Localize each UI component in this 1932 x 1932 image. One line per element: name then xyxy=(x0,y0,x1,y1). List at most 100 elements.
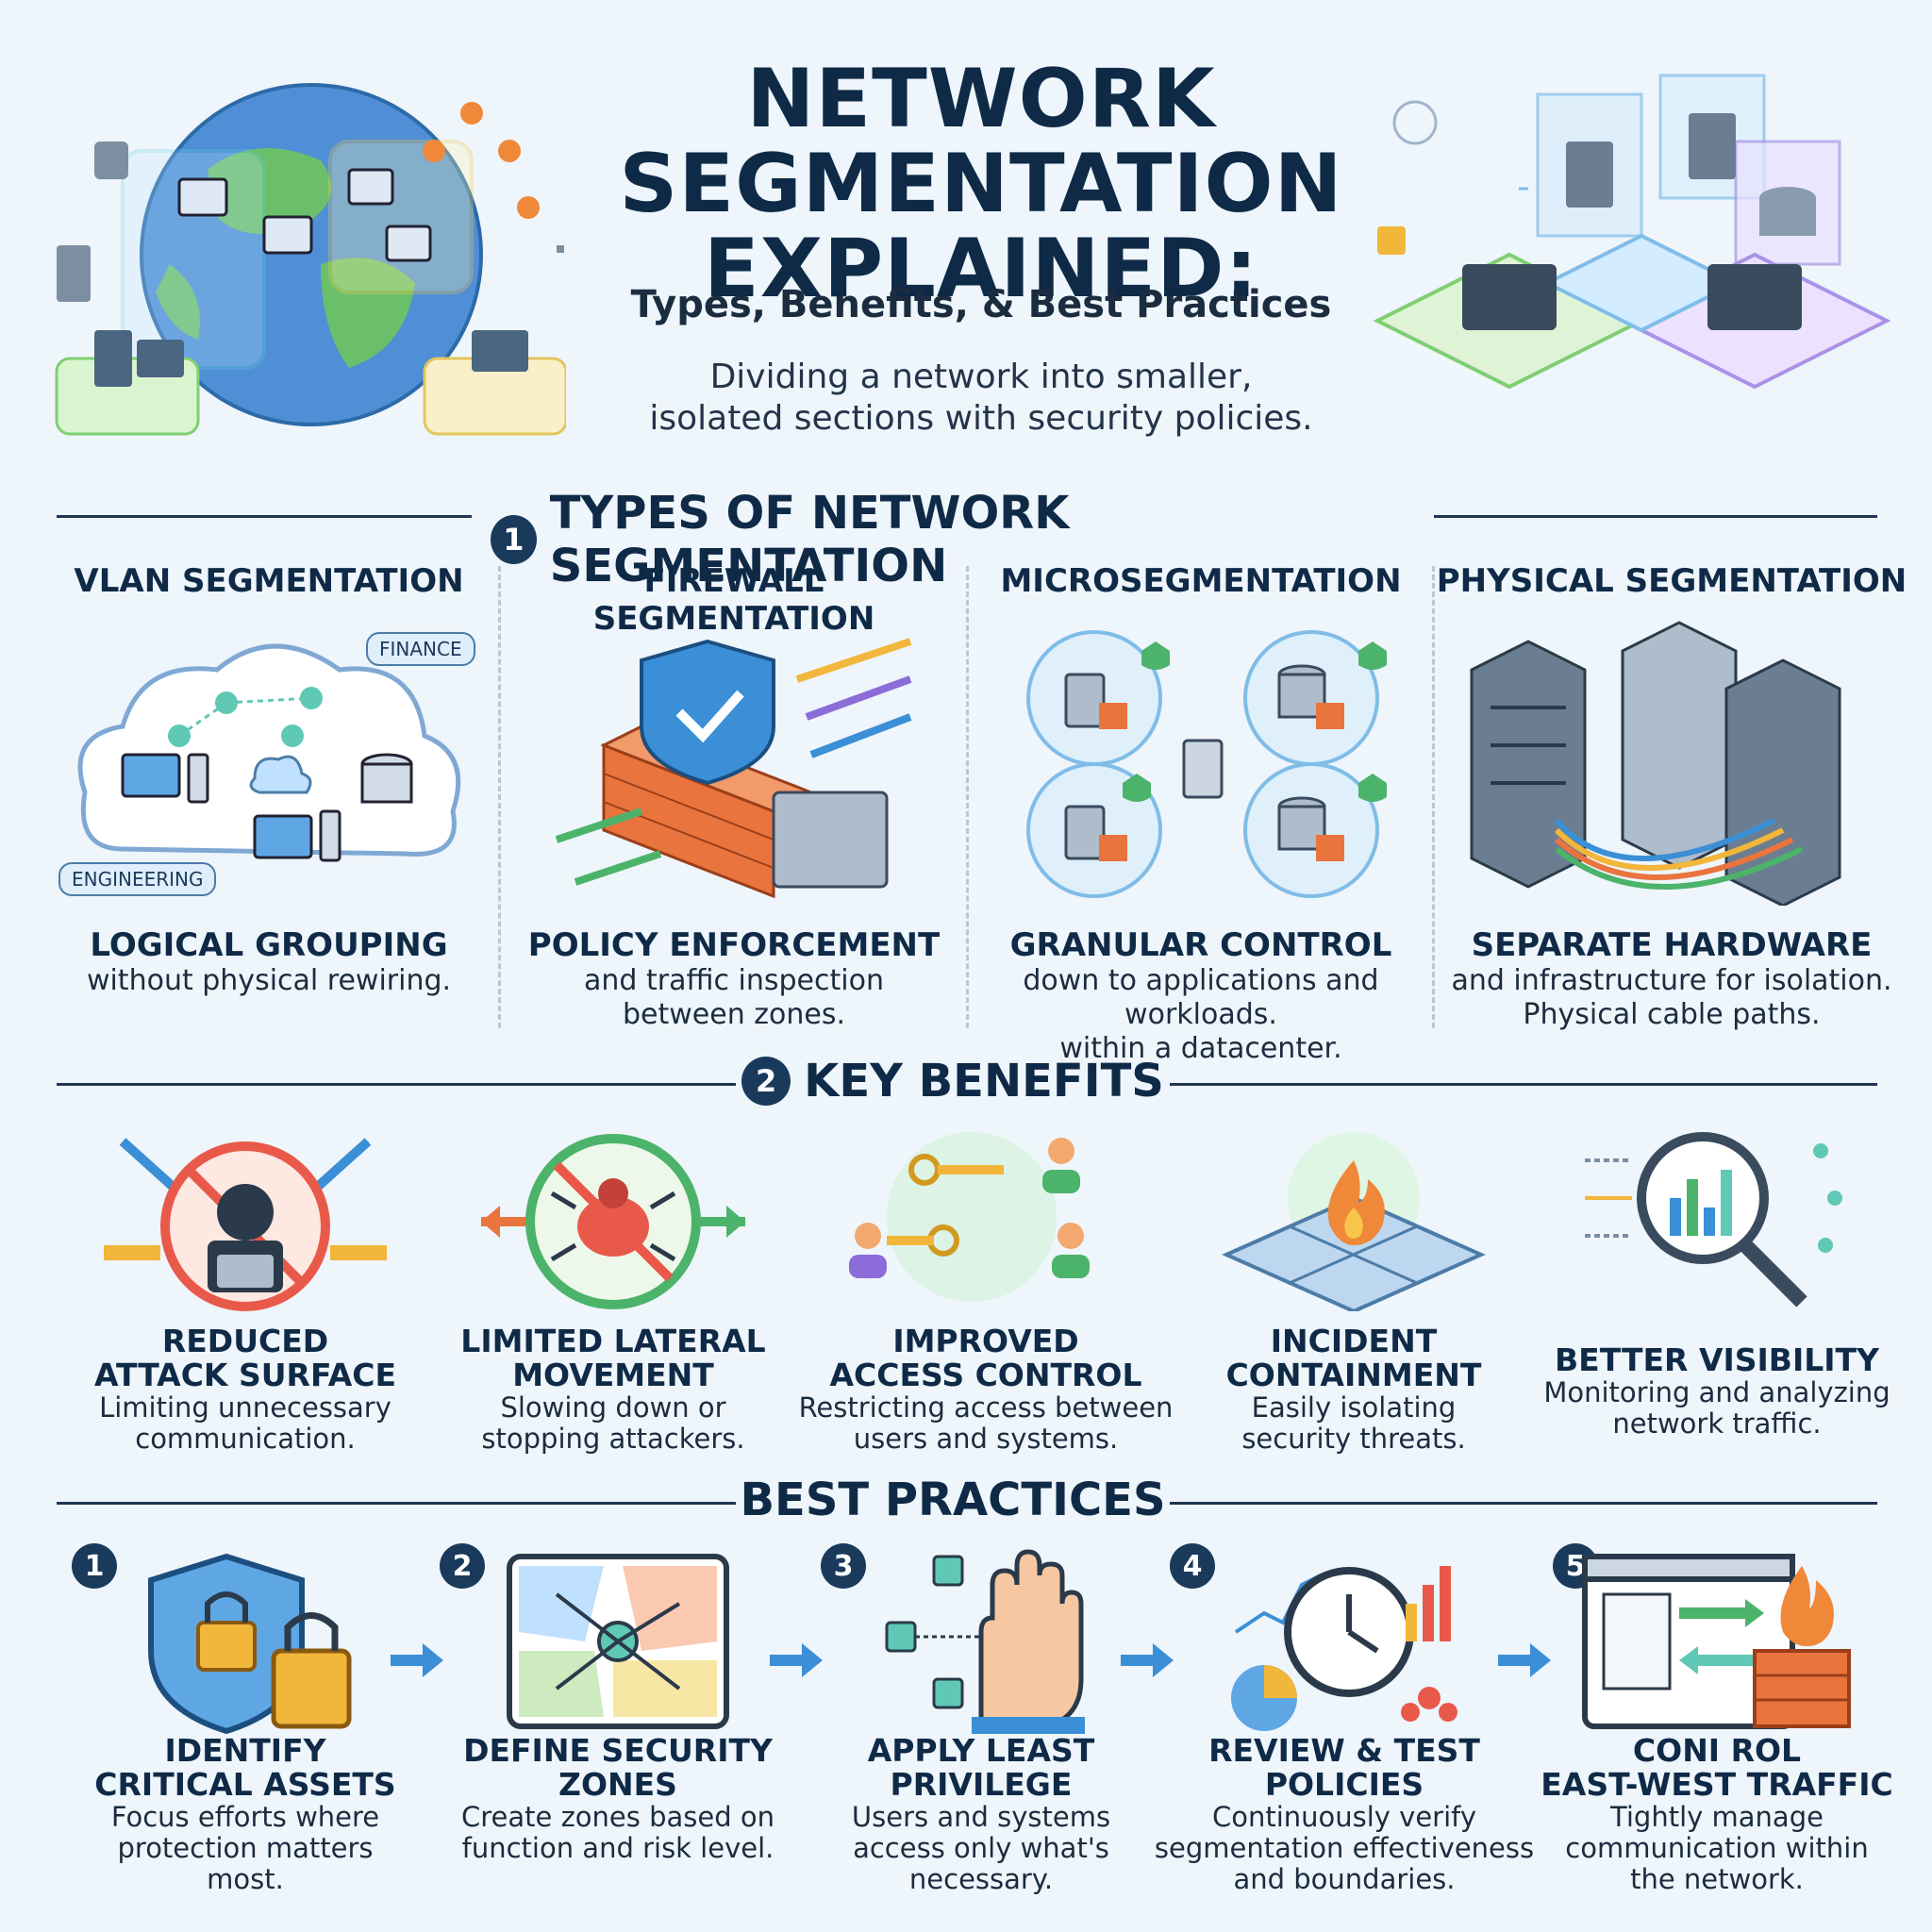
benefits-heading: KEY BENEFITS xyxy=(804,1055,1164,1108)
benefit-text: security threats. xyxy=(1241,1423,1466,1455)
practice-title: DEFINE SECURITY xyxy=(463,1732,773,1769)
benefit-text: Restricting access between xyxy=(798,1391,1174,1424)
hacker-blocked-icon xyxy=(104,1138,387,1311)
types-heading: TYPES OF NETWORK SEGMENTATION xyxy=(549,487,1070,592)
practice-review-test-policies: REVIEW & TEST POLICIES Continuously veri… xyxy=(1151,1734,1538,1895)
type-title: VLAN SEGMENTATION xyxy=(74,562,464,600)
practice-text: Focus efforts where xyxy=(110,1801,380,1833)
benefit-text: stopping attackers. xyxy=(481,1423,745,1455)
server-rack-icon xyxy=(1470,621,1841,906)
practice-text: function and risk level. xyxy=(461,1832,774,1864)
benefit-title: ATTACK SURFACE xyxy=(93,1357,397,1393)
benefit-text: Easily isolating xyxy=(1251,1391,1457,1424)
practice-text: and boundaries. xyxy=(1233,1863,1456,1895)
microsegmentation-icon xyxy=(1026,630,1387,898)
benefit-text: network traffic. xyxy=(1612,1407,1822,1440)
benefit-limited-lateral-movement: LIMITED LATERAL MOVEMENT Slowing down or… xyxy=(425,1324,802,1455)
benefits-divider-right xyxy=(1170,1083,1877,1086)
practice-title: CRITICAL ASSETS xyxy=(94,1766,396,1803)
practice-title: EAST-WEST TRAFFIC xyxy=(1541,1766,1893,1803)
practice-text: Tightly manage xyxy=(1610,1801,1824,1833)
firewall-icon xyxy=(555,638,912,899)
type-microsegmentation: MICROSEGMENTATION xyxy=(970,562,1432,600)
globe-network-icon xyxy=(55,83,566,436)
benefit-text: Slowing down or xyxy=(500,1391,726,1424)
finance-tag: FINANCE xyxy=(366,632,475,666)
benefit-reduced-attack-surface: REDUCED ATTACK SURFACE Limiting unnecess… xyxy=(57,1324,434,1455)
types-column-divider xyxy=(1432,566,1435,1028)
practice-define-security-zones: DEFINE SECURITY ZONES Create zones based… xyxy=(425,1734,811,1864)
benefit-improved-access-control: IMPROVED ACCESS CONTROL Restricting acce… xyxy=(792,1324,1179,1455)
page-title: NETWORK SEGMENTATION EXPLAINED: xyxy=(566,57,1396,311)
type-text-line: and infrastructure for isolation. xyxy=(1451,964,1892,997)
type-firewall-desc: POLICY ENFORCEMENT and traffic inspectio… xyxy=(502,926,966,1032)
type-title: PHYSICAL SEGMENTATION xyxy=(1436,562,1907,600)
type-text-line: Physical cable paths. xyxy=(1523,998,1821,1031)
practice-title: CONI ROL xyxy=(1632,1732,1802,1769)
type-microsegmentation-desc: GRANULAR CONTROL down to applications an… xyxy=(970,926,1432,1066)
zone-map-icon xyxy=(507,1554,729,1729)
type-subtitle: GRANULAR CONTROL xyxy=(1009,926,1392,964)
benefit-title: LIMITED LATERAL xyxy=(460,1323,766,1359)
practice-text: segmentation effectiveness xyxy=(1154,1832,1535,1864)
type-firewall: FIREWALL SEGMENTATION xyxy=(502,562,966,638)
type-subtitle: SEPARATE HARDWARE xyxy=(1471,926,1873,964)
description-line-1: Dividing a network into smaller, xyxy=(709,358,1253,396)
practice-number-badge: 4 xyxy=(1170,1543,1215,1589)
practice-number-badge: 2 xyxy=(440,1543,485,1589)
title-line-3: EXPLAINED: xyxy=(704,222,1258,316)
type-subtitle: POLICY ENFORCEMENT xyxy=(527,926,941,964)
title-line-2: SEGMENTATION xyxy=(619,137,1343,231)
benefit-title: CONTAINMENT xyxy=(1225,1357,1482,1393)
practice-text: most. xyxy=(207,1863,284,1895)
bug-blocked-icon xyxy=(481,1134,745,1309)
practices-divider-left xyxy=(57,1502,736,1505)
practice-apply-least-privilege: APPLY LEAST PRIVILEGE Users and systems … xyxy=(792,1734,1170,1895)
benefits-divider-left xyxy=(57,1083,736,1086)
types-column-divider xyxy=(966,566,969,1028)
benefits-section-header: 2 KEY BENEFITS xyxy=(736,1055,1170,1108)
next-arrow-icon xyxy=(770,1643,823,1677)
practice-title: POLICIES xyxy=(1264,1766,1424,1803)
hand-stop-icon xyxy=(885,1549,1085,1734)
magnifier-chart-icon xyxy=(1585,1132,1842,1307)
title-line-1: NETWORK xyxy=(746,52,1216,146)
types-divider-left xyxy=(57,515,472,518)
type-vlan-desc: LOGICAL GROUPING without physical rewiri… xyxy=(38,926,500,998)
practice-control-east-west-traffic: CONI ROL EAST-WEST TRAFFIC Tightly manag… xyxy=(1528,1734,1906,1895)
type-title: FIREWALL SEGMENTATION xyxy=(592,562,875,638)
vlan-cloud-icon xyxy=(77,643,461,862)
practice-text: communication within xyxy=(1565,1832,1869,1864)
types-column-divider xyxy=(498,566,501,1028)
practice-identify-critical-assets: IDENTIFY CRITICAL ASSETS Focus efforts w… xyxy=(57,1734,434,1895)
benefit-title: INCIDENT xyxy=(1270,1323,1438,1359)
practice-title: APPLY LEAST xyxy=(867,1732,1095,1769)
next-arrow-icon xyxy=(391,1643,443,1677)
type-text-line: down to applications and workloads. xyxy=(1023,964,1379,1031)
type-text-line: within a datacenter. xyxy=(1059,1032,1342,1065)
practice-text: the network. xyxy=(1630,1863,1804,1895)
practice-title: IDENTIFY xyxy=(164,1732,326,1769)
type-text-line: between zones. xyxy=(622,998,845,1031)
page-description: Dividing a network into smaller, isolate… xyxy=(566,357,1396,440)
types-number-badge: 1 xyxy=(491,515,537,564)
benefit-better-visibility: BETTER VISIBILITY Monitoring and analyzi… xyxy=(1528,1343,1906,1440)
engineering-tag: ENGINEERING xyxy=(58,862,217,896)
header: NETWORK SEGMENTATION EXPLAINED: Types, B… xyxy=(0,0,1932,491)
benefit-text: Monitoring and analyzing xyxy=(1543,1376,1890,1408)
benefit-text: users and systems. xyxy=(853,1423,1119,1455)
next-arrow-icon xyxy=(1121,1643,1174,1677)
practice-number-badge: 1 xyxy=(72,1543,117,1589)
type-physical: PHYSICAL SEGMENTATION xyxy=(1436,562,1907,600)
practice-title: ZONES xyxy=(558,1766,677,1803)
clock-charts-icon xyxy=(1231,1566,1457,1731)
benefits-number-badge: 2 xyxy=(741,1057,791,1106)
shield-lock-icon xyxy=(148,1553,352,1735)
benefit-text: communication. xyxy=(135,1423,356,1455)
benefit-title: ACCESS CONTROL xyxy=(829,1357,1142,1393)
practice-title: PRIVILEGE xyxy=(890,1766,1073,1803)
fire-tile-icon xyxy=(1222,1132,1486,1311)
isometric-segments-icon xyxy=(1373,74,1891,390)
practice-text: Create zones based on xyxy=(461,1801,774,1833)
type-text-line: and traffic inspection xyxy=(584,964,884,997)
